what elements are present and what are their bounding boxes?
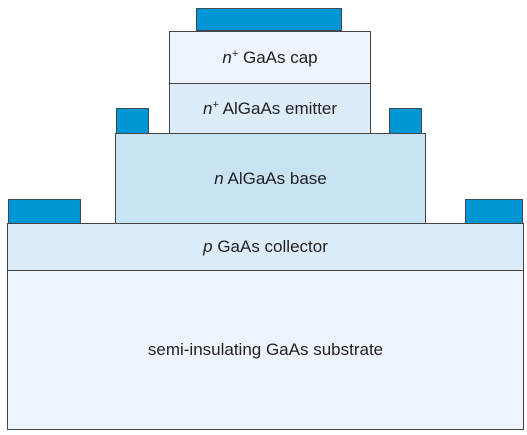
emitter-contact bbox=[196, 8, 342, 31]
substrate-layer: semi-insulating GaAs substrate bbox=[7, 270, 524, 430]
emitter-label: n+ AlGaAs emitter bbox=[202, 98, 337, 118]
base-contact-left bbox=[116, 108, 149, 134]
cap-label: n+ GaAs cap bbox=[222, 47, 318, 67]
base-label: n AlGaAs base bbox=[214, 168, 327, 188]
collector-contact-right bbox=[465, 199, 523, 224]
cap-layer: n+ GaAs cap bbox=[169, 31, 371, 84]
base-layer: n AlGaAs base bbox=[115, 133, 426, 224]
collector-contact-left bbox=[8, 199, 81, 224]
base-contact-right bbox=[389, 108, 422, 134]
collector-layer: p GaAs collector bbox=[7, 223, 524, 271]
collector-label: p GaAs collector bbox=[203, 237, 328, 256]
emitter-layer: n+ AlGaAs emitter bbox=[169, 83, 371, 134]
substrate-label: semi-insulating GaAs substrate bbox=[147, 340, 384, 359]
